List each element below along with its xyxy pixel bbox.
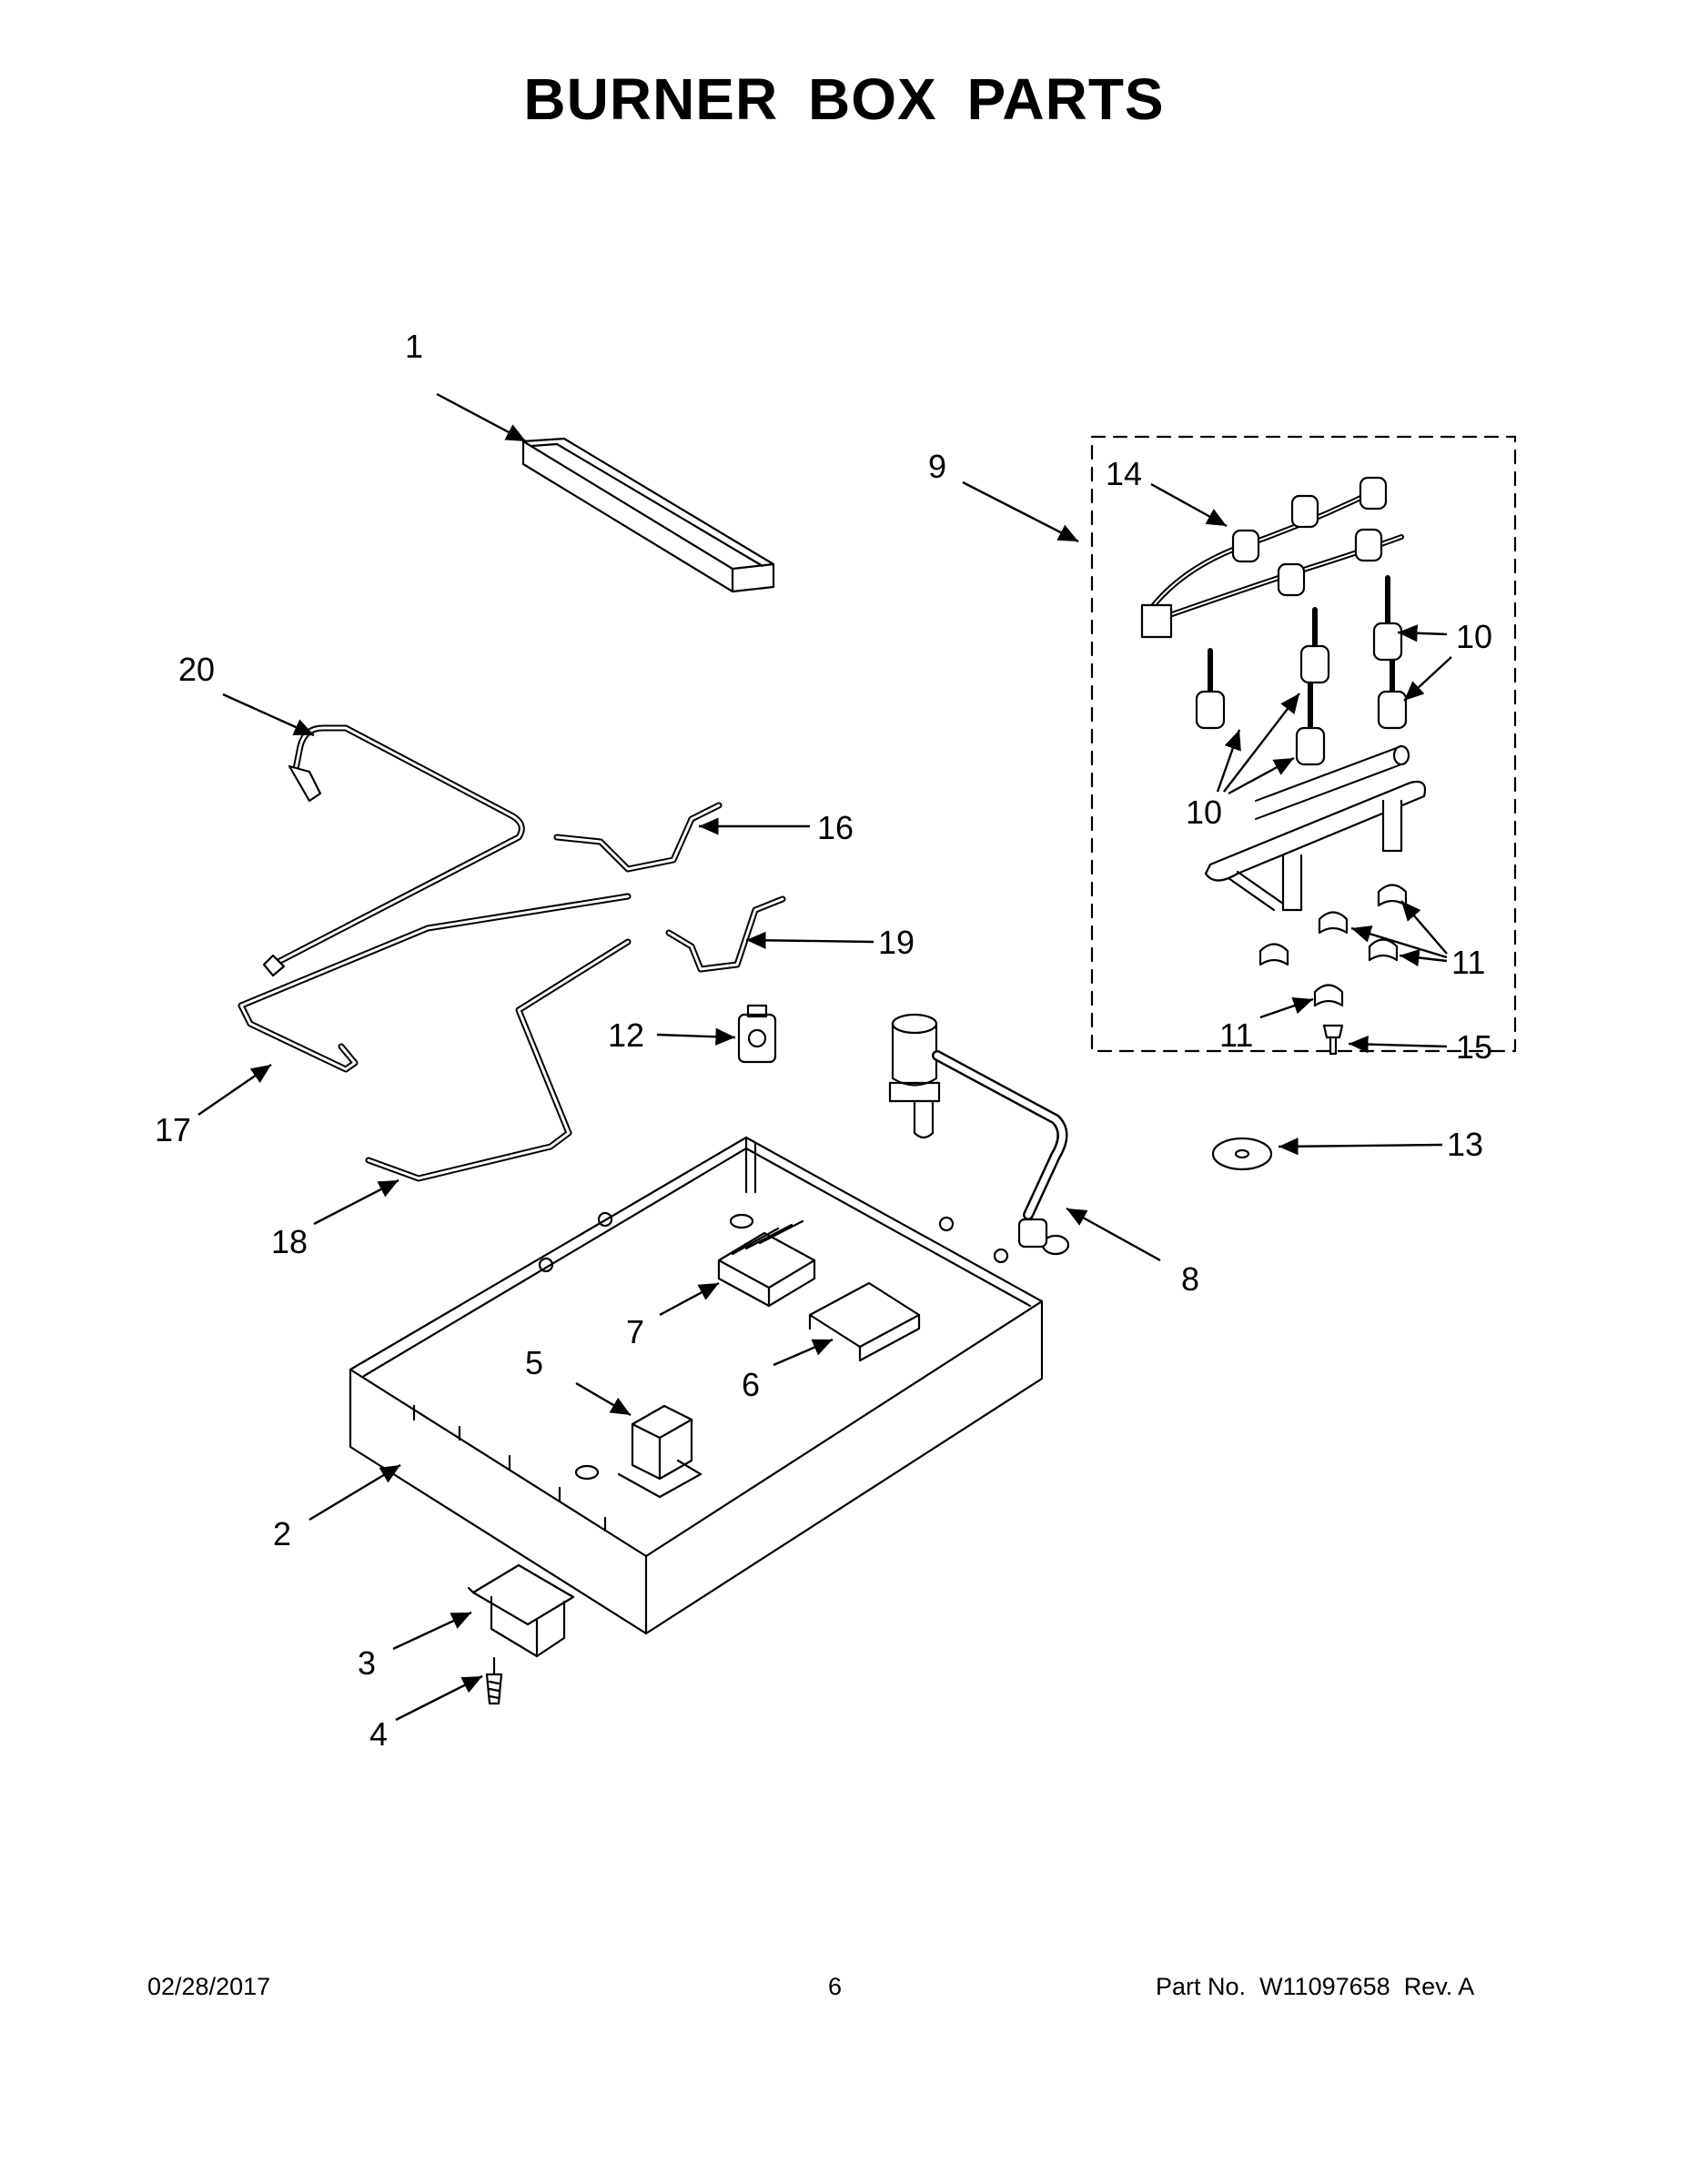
part-12-regulator (737, 1004, 777, 1064)
callout-20: 20 (178, 651, 215, 688)
part-4-screw (485, 1656, 503, 1705)
callout-18: 18 (271, 1223, 308, 1260)
part-8-inlet-pipe (888, 1013, 1070, 1256)
leader-arrow-10b (1403, 656, 1452, 702)
part-6-bracket-plate (808, 1281, 921, 1362)
leader-arrow-17 (197, 1064, 272, 1116)
leader-arrow-10d (1223, 693, 1300, 793)
part-18-tube (365, 938, 632, 1182)
part-10-valves (1195, 575, 1408, 766)
leader-arrow-14 (1150, 482, 1228, 528)
leader-arrow-10c (1216, 729, 1241, 793)
part-14-wire-harness (1140, 476, 1404, 639)
footer-page-number: 6 (828, 1973, 843, 2000)
leader-arrow-11c (1399, 948, 1448, 967)
callout-11-left: 11 (1219, 1016, 1253, 1054)
leader-arrow-13 (1278, 1138, 1443, 1156)
leader-arrow-15 (1348, 1036, 1448, 1054)
leader-arrow-11d (1259, 996, 1314, 1019)
part-9-kit-boundary (1090, 435, 1517, 1053)
leader-arrow-19 (745, 931, 874, 949)
leader-arrow-2 (308, 1463, 401, 1522)
callout-4: 4 (369, 1715, 388, 1753)
leader-arrow-6 (773, 1338, 834, 1367)
part-20-gas-tube (269, 724, 525, 968)
leader-arrow-5 (575, 1381, 632, 1417)
leader-arrow-10a (1397, 624, 1448, 642)
callout-14: 14 (1106, 455, 1142, 492)
part-1-channel-bar (521, 437, 775, 593)
leader-arrow-11a (1400, 900, 1448, 955)
part-3-junction-box (467, 1563, 575, 1658)
part-16-tube (553, 802, 723, 873)
callout-2: 2 (273, 1515, 291, 1552)
callout-10-bottom: 10 (1186, 794, 1222, 831)
part-2-burner-box (349, 1136, 1044, 1635)
revision-label: Rev. A (1403, 1973, 1475, 2000)
part-11-clips (1258, 884, 1408, 1007)
page-title: BURNER BOX PARTS (523, 66, 1165, 132)
leader-arrow-4 (395, 1674, 483, 1722)
callout-15: 15 (1456, 1028, 1492, 1066)
part-5-bracket (617, 1404, 702, 1499)
leader-arrow-12 (656, 1027, 736, 1046)
callout-10-top: 10 (1456, 618, 1492, 655)
part-number-label: Part No. (1156, 1973, 1247, 2000)
manifold-assembly (1204, 744, 1427, 912)
part-7-terminal-block (717, 1219, 816, 1308)
callout-19: 19 (878, 924, 915, 961)
callout-7: 7 (626, 1313, 644, 1350)
leader-arrow-10e (1228, 756, 1295, 795)
leader-arrow-11b (1350, 925, 1448, 959)
leader-arrow-1 (436, 392, 527, 443)
callout-6: 6 (742, 1366, 760, 1403)
callout-16: 16 (817, 809, 854, 846)
leader-arrow-20 (222, 693, 315, 737)
leader-arrow-9 (962, 480, 1079, 543)
callout-11-right: 11 (1451, 944, 1485, 981)
callout-5: 5 (525, 1344, 543, 1381)
callout-3: 3 (358, 1644, 376, 1682)
leader-arrow-8 (1066, 1207, 1161, 1262)
callout-8: 8 (1181, 1260, 1199, 1298)
footer-date: 02/28/2017 (147, 1973, 271, 2000)
leader-arrow-18 (313, 1178, 399, 1226)
part-19-tube (665, 895, 786, 973)
callout-9: 9 (928, 448, 946, 485)
callout-17: 17 (155, 1111, 191, 1148)
part-15-screw (1322, 1024, 1344, 1056)
part-13-washer (1211, 1137, 1273, 1171)
callout-1: 1 (405, 328, 423, 365)
part-number-value: W11097658 (1259, 1973, 1390, 2000)
leader-arrow-3 (392, 1611, 472, 1651)
callout-12: 12 (608, 1016, 644, 1054)
callout-13: 13 (1447, 1126, 1483, 1163)
footer-part-info: Part No. W11097658 Rev. A (1156, 1973, 1474, 2001)
leader-arrow-7 (659, 1281, 720, 1317)
